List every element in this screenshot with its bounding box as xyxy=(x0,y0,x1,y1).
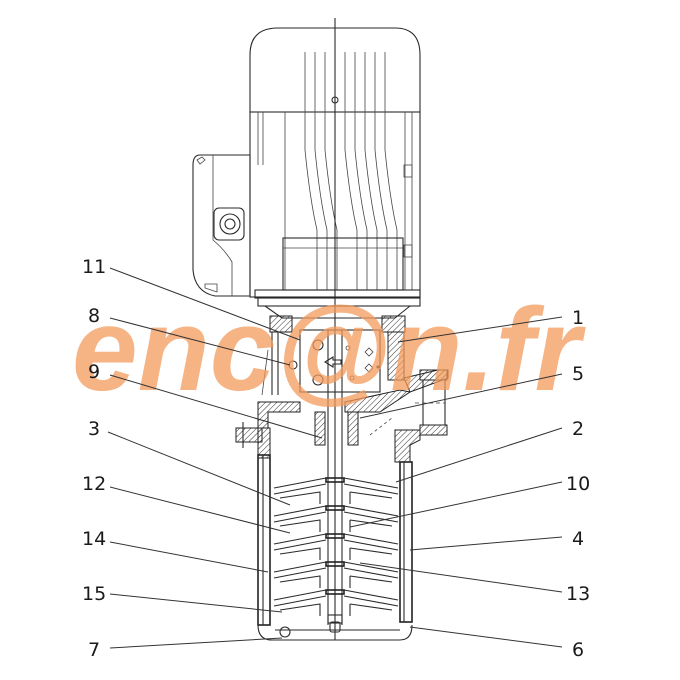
cable-gland xyxy=(219,213,241,235)
stage-4 xyxy=(273,561,399,588)
label-part-12: 12 xyxy=(82,473,106,495)
label-part-1: 1 xyxy=(572,307,584,329)
pump-casing xyxy=(257,454,413,641)
label-part-4: 4 xyxy=(572,528,584,550)
leader-12 xyxy=(109,486,291,534)
leader-6 xyxy=(409,626,563,648)
leader-1 xyxy=(397,316,563,343)
watermark: enc@n.fr xyxy=(72,284,587,416)
stage-2 xyxy=(273,505,399,532)
stage-5 xyxy=(273,589,399,616)
label-part-6: 6 xyxy=(572,639,584,661)
leader-2 xyxy=(395,427,563,483)
leader-7 xyxy=(109,637,283,649)
stage-3 xyxy=(273,533,399,560)
part-labels-left: 11 8 9 3 12 14 15 7 xyxy=(82,256,106,661)
leader-4 xyxy=(409,536,563,551)
leader-9 xyxy=(109,374,323,439)
label-part-15: 15 xyxy=(82,583,106,605)
label-part-10: 10 xyxy=(566,473,590,495)
terminal-box xyxy=(192,154,251,297)
cooling-fins xyxy=(257,52,413,290)
label-part-9: 9 xyxy=(88,361,100,383)
label-part-11: 11 xyxy=(82,256,106,278)
leader-11 xyxy=(109,267,301,341)
label-part-2: 2 xyxy=(572,418,584,440)
pump-stages xyxy=(273,477,399,624)
stage-1 xyxy=(273,477,399,504)
leader-5 xyxy=(359,373,563,419)
leader-lines xyxy=(107,267,563,649)
label-part-8: 8 xyxy=(88,305,100,327)
motor xyxy=(249,27,421,319)
leader-10 xyxy=(349,481,563,528)
leader-14 xyxy=(109,541,269,573)
leader-15 xyxy=(109,593,283,613)
label-part-3: 3 xyxy=(88,418,100,440)
leader-8 xyxy=(109,317,291,366)
leader-13 xyxy=(359,562,563,593)
part-labels-right: 1 5 2 10 4 13 6 xyxy=(566,307,590,661)
label-part-14: 14 xyxy=(82,528,106,550)
label-part-13: 13 xyxy=(566,583,590,605)
label-part-7: 7 xyxy=(88,639,100,661)
label-part-5: 5 xyxy=(572,363,584,385)
fan-cover xyxy=(249,27,421,113)
coupling xyxy=(299,329,381,393)
lantern-bracket xyxy=(235,315,449,463)
leader-3 xyxy=(107,431,291,506)
